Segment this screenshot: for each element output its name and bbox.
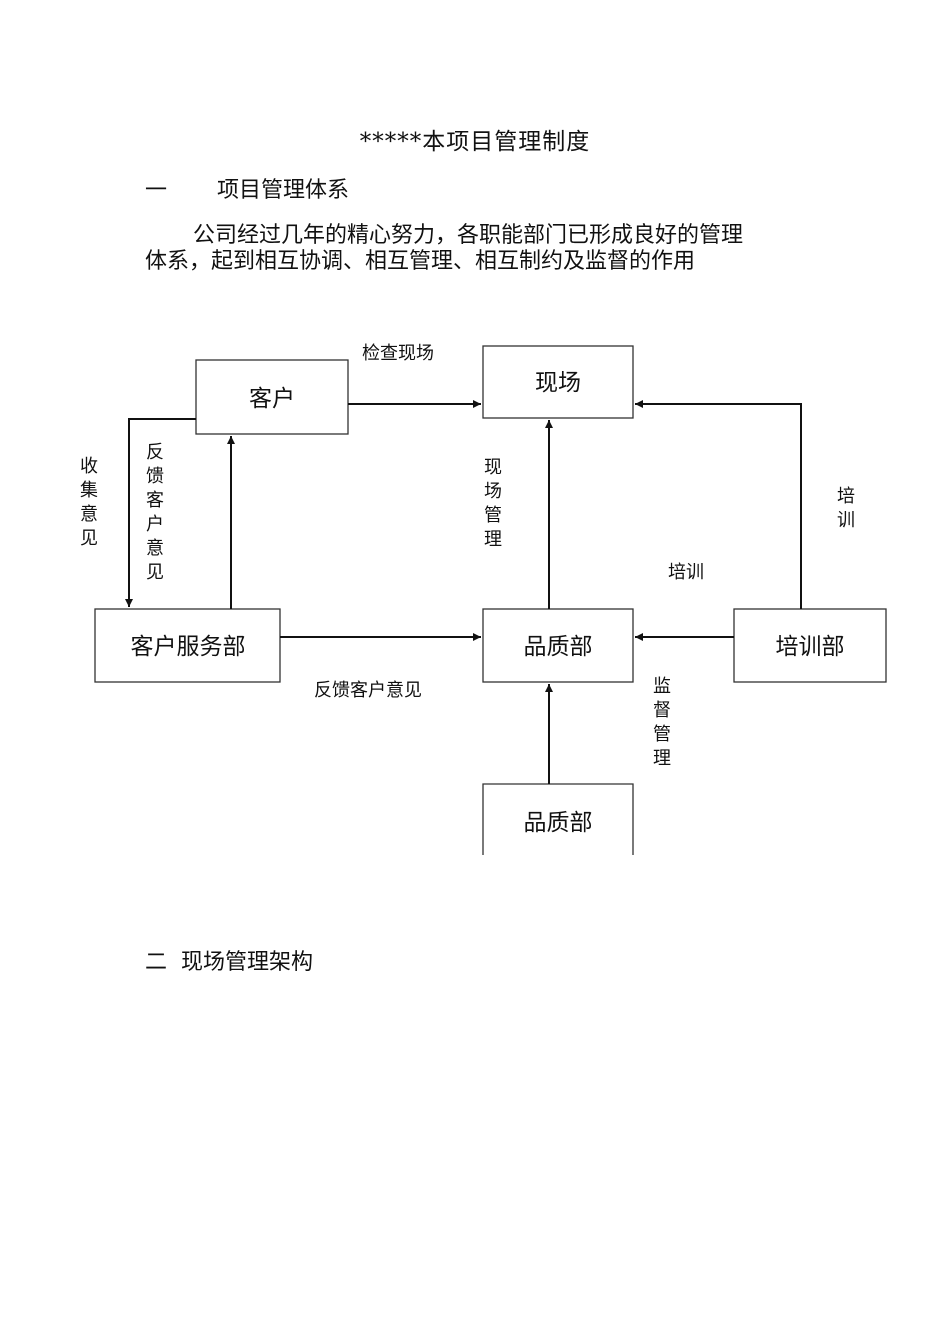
label-training-horizontal: 培训: [668, 562, 704, 583]
node-site: 现场: [482, 345, 634, 419]
svg-text:收: 收: [80, 456, 98, 477]
page-title: *****本项目管理制度: [359, 129, 591, 155]
svg-text:现: 现: [484, 457, 502, 478]
label-feedback-opinions-vertical: 反 馈 客 户 意 见: [146, 442, 164, 583]
svg-text:客: 客: [146, 490, 164, 511]
node-quality-bottom: 品质部: [482, 783, 634, 855]
section-2-number: 二: [145, 950, 168, 975]
node-training-label: 培训部: [776, 634, 845, 660]
svg-text:管: 管: [653, 724, 671, 745]
svg-text:馈: 馈: [146, 466, 164, 487]
node-site-label: 现场: [535, 370, 581, 396]
section-1-heading: 一 项目管理体系: [145, 172, 349, 204]
label-collect-opinions: 收 集 意 见: [80, 456, 98, 549]
node-quality-label: 品质部: [524, 634, 593, 660]
svg-text:见: 见: [146, 562, 164, 583]
node-customer-service-label: 客户服务部: [131, 634, 246, 660]
svg-text:理: 理: [653, 748, 671, 769]
svg-text:培: 培: [837, 486, 855, 507]
node-training: 培训部: [733, 608, 887, 683]
label-site-management: 现 场 管 理: [484, 457, 502, 550]
label-supervision: 监 督 管 理: [653, 676, 671, 769]
svg-text:意: 意: [146, 538, 164, 559]
node-quality: 品质部: [482, 608, 634, 683]
node-quality-bottom-label: 品质部: [524, 810, 593, 836]
svg-text:户: 户: [146, 514, 164, 535]
svg-text:督: 督: [653, 700, 671, 721]
svg-text:集: 集: [80, 480, 98, 501]
section-2-heading: 二现场管理架构: [145, 944, 313, 976]
paragraph-line-1: 公司经过几年的精心努力，各职能部门已形成良好的管理: [193, 223, 744, 248]
svg-text:见: 见: [80, 528, 98, 549]
svg-text:训: 训: [837, 510, 855, 531]
node-customer-service: 客户服务部: [94, 608, 281, 683]
paragraph-line-2: 体系，起到相互协调、相互管理、相互制约及监督的作用: [145, 249, 696, 274]
section-1-title: 项目管理体系: [217, 178, 350, 203]
svg-text:场: 场: [484, 481, 502, 502]
svg-text:理: 理: [484, 529, 502, 550]
edge-customer-to-service: [125, 418, 196, 607]
svg-text:监: 监: [653, 676, 671, 697]
svg-text:反: 反: [146, 442, 164, 463]
label-feedback-opinions-horizontal: 反馈客户意见: [314, 680, 422, 701]
intro-paragraph: 公司经过几年的精心努力，各职能部门已形成良好的管理 体系，起到相互协调、相互管理…: [145, 223, 825, 275]
svg-text:意: 意: [80, 504, 98, 525]
node-customer-label: 客户: [249, 386, 295, 412]
svg-text:管: 管: [484, 505, 502, 526]
edge-training-to-site: [635, 400, 802, 609]
label-inspect-site: 检查现场: [362, 343, 434, 364]
node-customer: 客户: [195, 359, 349, 435]
label-training-vertical: 培 训: [837, 486, 855, 531]
section-1-number: 一: [145, 178, 168, 203]
section-2-title: 现场管理架构: [181, 950, 314, 975]
